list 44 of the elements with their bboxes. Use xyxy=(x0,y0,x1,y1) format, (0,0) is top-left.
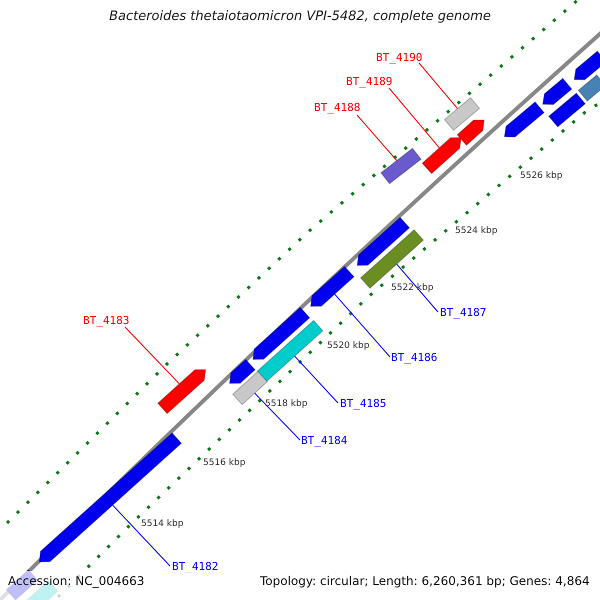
tick-label: 5518 kbp xyxy=(265,399,308,409)
gene-block xyxy=(38,432,182,562)
gene-block xyxy=(256,320,324,382)
title: Bacteroides thetaiotaomicron VPI-5482, complete genome xyxy=(108,9,492,24)
tick-label: 5522 kbp xyxy=(391,283,434,293)
gene-block xyxy=(542,78,572,105)
gene-label: BT_4189 xyxy=(346,75,392,88)
gene-block xyxy=(444,97,480,131)
gene-block xyxy=(356,216,410,266)
gene-label: BT_4182 xyxy=(172,560,218,573)
gene-block xyxy=(422,137,462,174)
footer-text: Topology: circular; Length: 6,260,361 bp; Genes: 4,864 xyxy=(260,574,590,588)
leader-line xyxy=(334,294,390,358)
tick-label: 5514 kbp xyxy=(141,519,184,529)
gene-block xyxy=(578,74,600,102)
gene-block xyxy=(456,120,485,146)
gene-block xyxy=(548,92,586,128)
tick-label: 5524 kbp xyxy=(455,226,498,236)
gene-block xyxy=(504,101,545,138)
gene-block xyxy=(574,50,600,80)
tick-label: 5520 kbp xyxy=(327,341,370,351)
leader-line xyxy=(294,356,338,404)
leader-line xyxy=(254,392,300,440)
tick-label: 5516 kbp xyxy=(203,458,246,468)
gene-block xyxy=(310,266,355,307)
gene-block xyxy=(252,306,310,360)
leader-line xyxy=(356,114,398,161)
leader-line xyxy=(396,264,438,312)
gene-block xyxy=(229,358,256,384)
gene-label: BT_4187 xyxy=(440,306,486,319)
leader-line xyxy=(418,62,458,110)
gene-block xyxy=(157,369,206,414)
gene-label: BT_4184 xyxy=(301,434,348,447)
leader-line xyxy=(112,504,170,566)
leader-line xyxy=(124,326,180,384)
gene-label: BT_4185 xyxy=(340,397,386,410)
tick-label: 5526 kbp xyxy=(520,171,562,181)
leader-line xyxy=(388,88,440,148)
gene-label: BT_4186 xyxy=(391,351,438,364)
gene-label: BT_4183 xyxy=(83,314,130,327)
footer-text: Accession: NC_004663 xyxy=(8,574,144,588)
gene-label: BT_4190 xyxy=(376,51,422,64)
gene-label: BT_4188 xyxy=(314,101,360,114)
gene-block xyxy=(380,148,422,184)
